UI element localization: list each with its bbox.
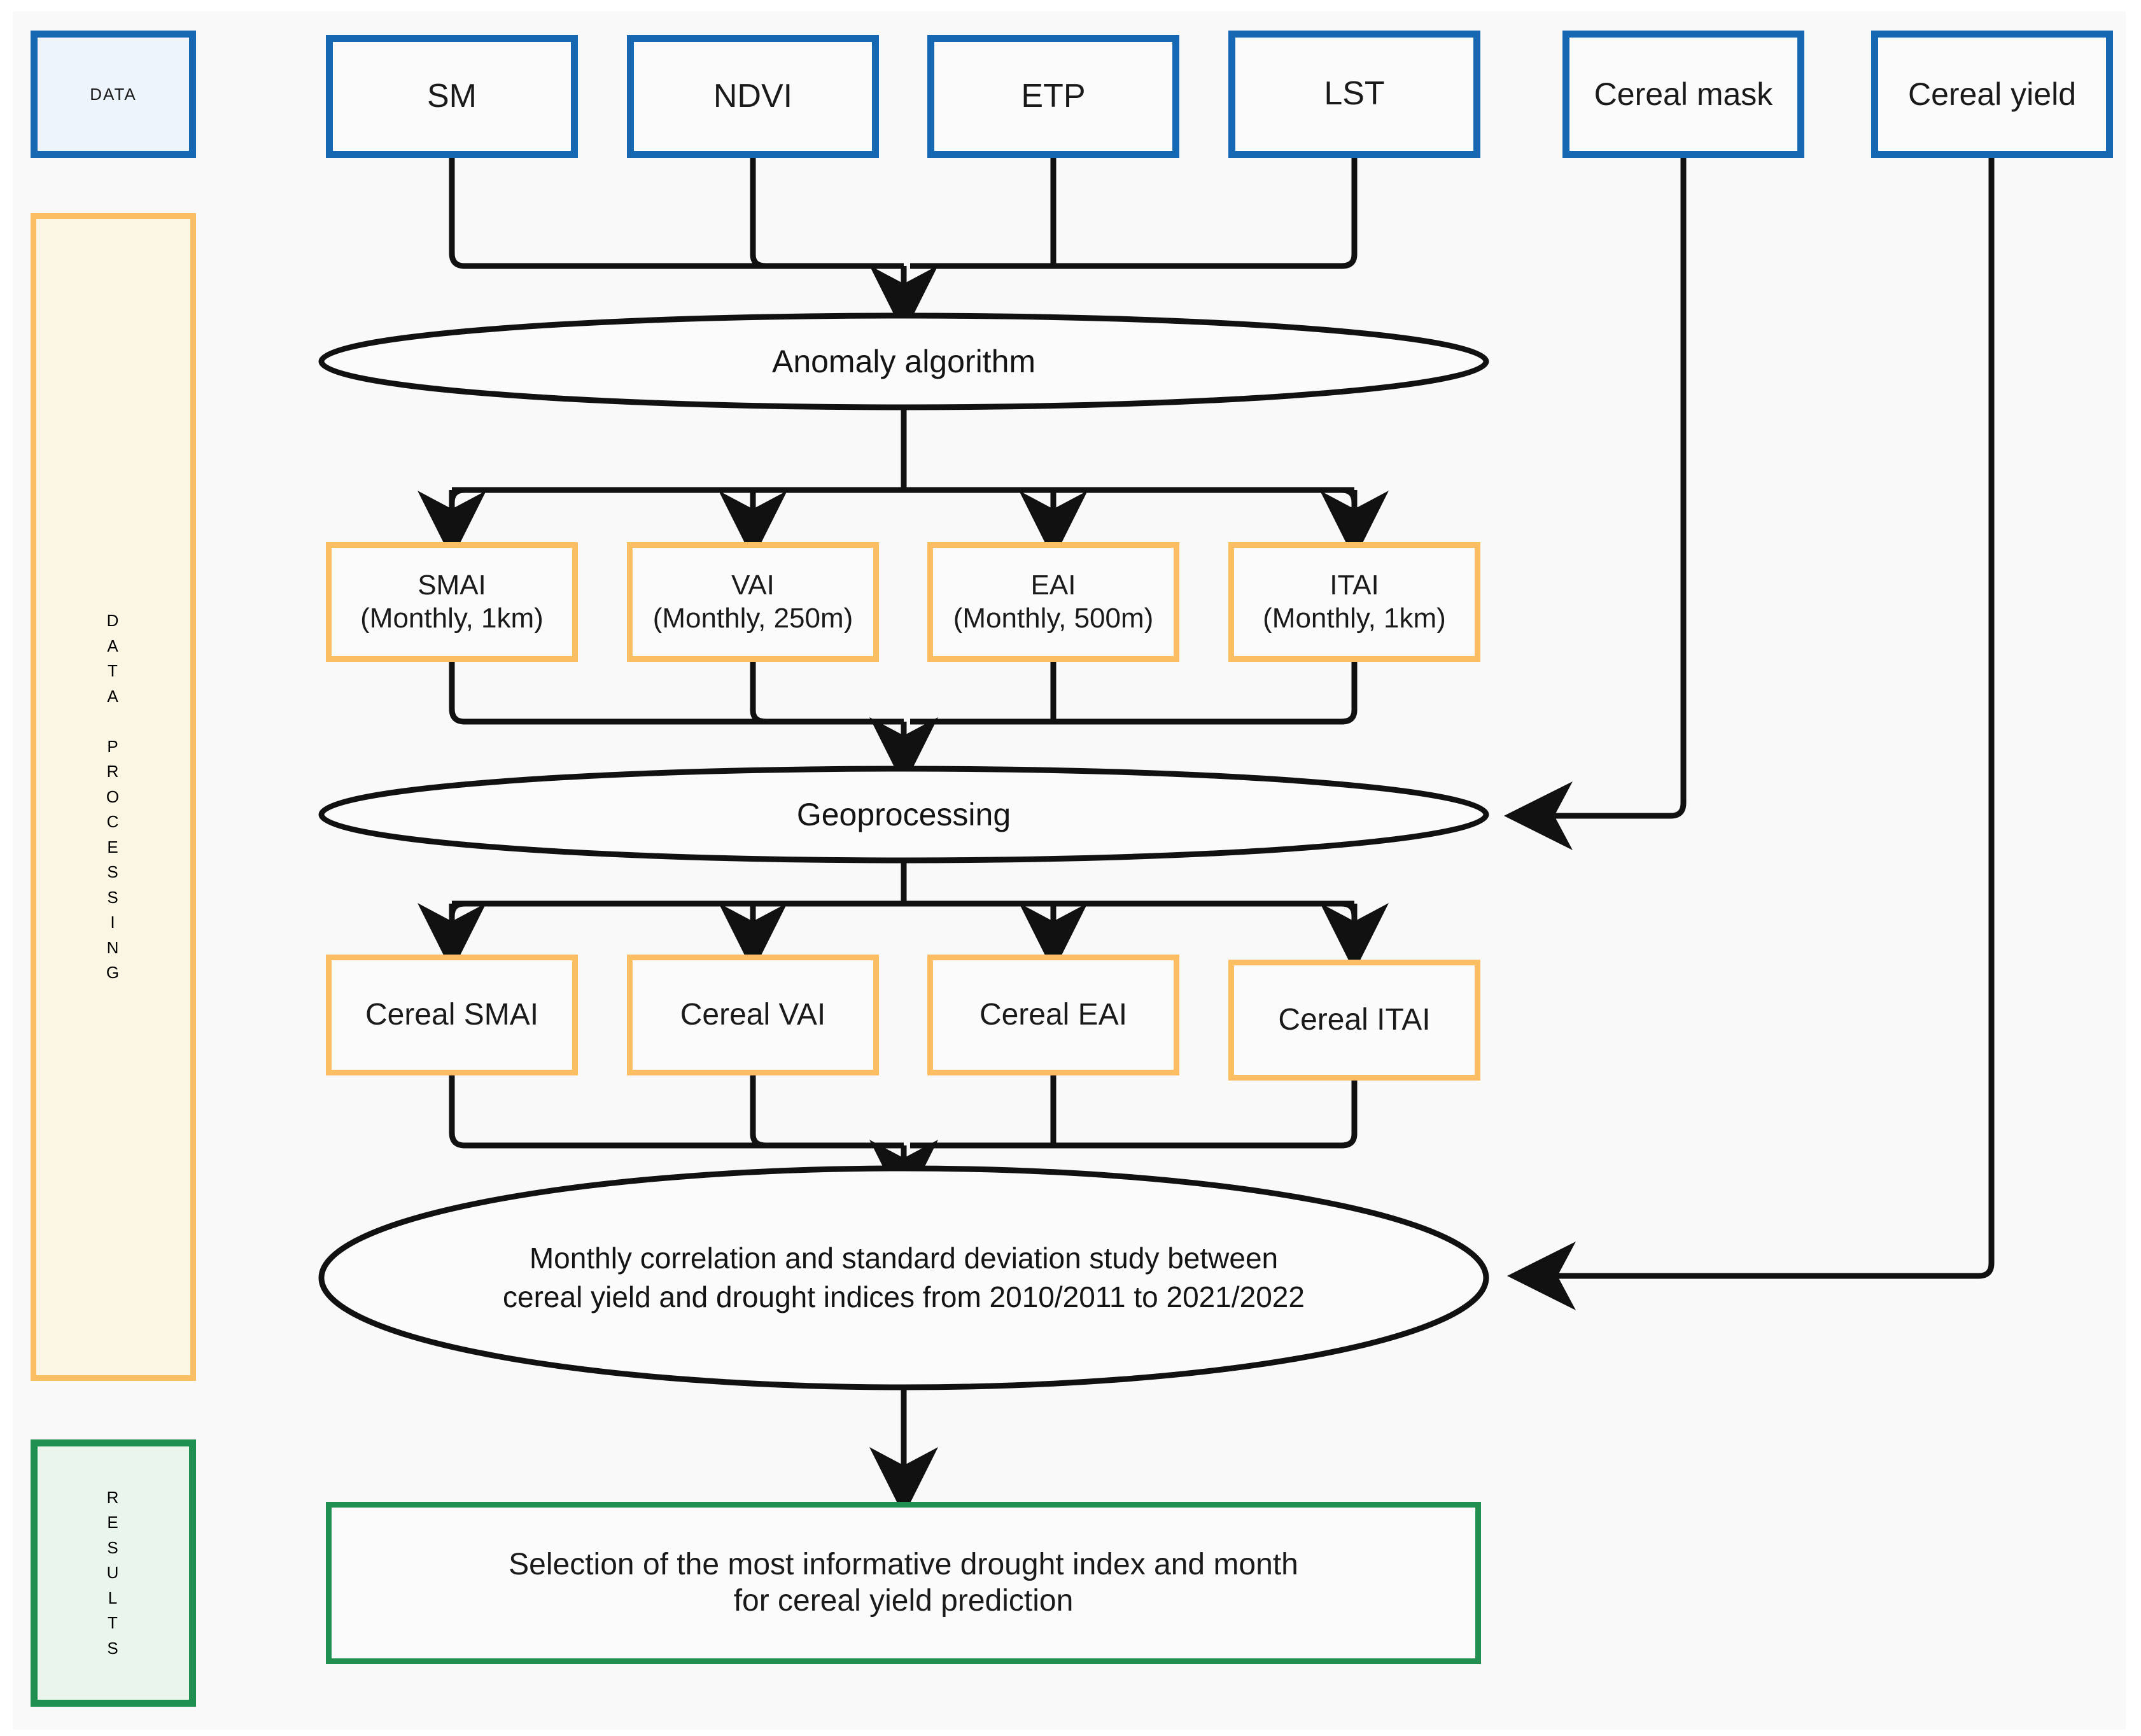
data-processing-label-char-1: A (107, 636, 120, 655)
data-processing-label-char-12: I (110, 913, 116, 932)
results-label-char-5: T (108, 1613, 119, 1633)
data-processing-label-char-14: G (106, 963, 121, 983)
results-label-char-4: L (108, 1588, 119, 1607)
index-box-vai-name: VAI (731, 570, 775, 601)
connector-cereal-itai-to-bus5 (910, 1075, 1358, 1149)
connector-sm-to-bus (449, 158, 904, 269)
cereal-index-box-eai-label: Cereal EAI (979, 997, 1128, 1032)
index-box-eai-detail: (Monthly, 500m) (953, 603, 1154, 634)
cereal-index-box-eai[interactable]: Cereal EAI (927, 955, 1179, 1075)
results-label-char-6: S (107, 1638, 120, 1658)
cereal-index-box-smai[interactable]: Cereal SMAI (326, 955, 578, 1075)
data-input-ndvi-label: NDVI (713, 77, 793, 115)
diagram-background (13, 11, 2126, 1730)
connector-cereal-mask-to-geoprocessing (1504, 158, 1687, 850)
connector-cereal-yield-to-correlation (1507, 158, 1995, 1310)
result-selection-line1: Selection of the most informative drough… (509, 1547, 1298, 1581)
data-processing-label-char-8: C (106, 812, 120, 832)
connector-cereal-vai-to-bus5 (750, 1075, 766, 1149)
connector-lst-to-bus (910, 158, 1358, 269)
correlation-study-ellipse[interactable] (318, 1165, 1489, 1390)
data-input-etp-label: ETP (1021, 77, 1086, 115)
cereal-index-box-vai-label: Cereal VAI (680, 997, 826, 1032)
data-input-sm-label: SM (427, 77, 477, 115)
index-box-smai-name: SMAI (418, 570, 486, 601)
stage-label-data-text: DATA (90, 84, 137, 104)
index-box-itai[interactable]: ITAI (Monthly, 1km) (1228, 542, 1480, 662)
correlation-study-label-wrap: Monthly correlation and standard deviati… (321, 1168, 1486, 1387)
data-input-lst-label: LST (1324, 75, 1385, 113)
index-box-eai[interactable]: EAI (Monthly, 500m) (927, 542, 1179, 662)
data-processing-label-char-11: S (107, 887, 120, 907)
data-processing-label-char-10: S (107, 862, 120, 882)
correlation-study-line2: cereal yield and drought indices from 20… (503, 1280, 1305, 1313)
cereal-index-box-vai[interactable]: Cereal VAI (627, 955, 879, 1075)
data-processing-label-char-13: N (106, 937, 120, 957)
data-input-lst[interactable]: LST (1228, 31, 1480, 158)
data-input-ndvi[interactable]: NDVI (627, 35, 879, 158)
data-processing-label-char-0: D (106, 611, 120, 631)
data-input-cereal-yield-label: Cereal yield (1907, 76, 2076, 112)
data-processing-label-char-3: A (107, 686, 120, 706)
results-label-char-2: S (107, 1537, 120, 1557)
data-input-cereal-yield[interactable]: Cereal yield (1871, 31, 2113, 158)
anomaly-algorithm-label: Anomaly algorithm (771, 344, 1036, 379)
index-box-smai[interactable]: SMAI (Monthly, 1km) (326, 542, 578, 662)
data-input-sm[interactable]: SM (326, 35, 578, 158)
connector-vai-to-bus3 (750, 662, 766, 725)
data-input-cereal-mask[interactable]: Cereal mask (1562, 31, 1804, 158)
cereal-index-box-itai-label: Cereal ITAI (1278, 1002, 1431, 1037)
connector-smai-to-bus3 (449, 662, 904, 725)
cereal-index-box-smai-label: Cereal SMAI (365, 997, 539, 1032)
index-box-itai-detail: (Monthly, 1km) (1263, 603, 1446, 634)
connector-ndvi-to-bus (750, 158, 766, 269)
index-box-smai-detail: (Monthly, 1km) (360, 603, 544, 634)
index-box-eai-name: EAI (1030, 570, 1076, 601)
cereal-index-box-itai[interactable]: Cereal ITAI (1228, 960, 1480, 1081)
stage-label-data: DATA (31, 31, 196, 158)
index-box-vai[interactable]: VAI (Monthly, 250m) (627, 542, 879, 662)
geoprocessing-label: Geoprocessing (796, 797, 1011, 832)
data-processing-label-char-7: O (106, 787, 121, 806)
data-processing-label-char-4 (110, 709, 116, 734)
connector-cereal-smai-to-bus5 (449, 1075, 904, 1149)
geoprocessing-label-wrap: Geoprocessing (321, 769, 1486, 860)
result-selection-box[interactable]: Selection of the most informative drough… (326, 1502, 1481, 1664)
results-label-char-3: U (106, 1563, 120, 1583)
geoprocessing-ellipse[interactable] (318, 766, 1489, 864)
index-box-itai-name: ITAI (1330, 570, 1379, 601)
data-processing-label-char-6: R (106, 762, 120, 781)
results-label-char-1: E (107, 1513, 120, 1532)
data-input-cereal-mask-label: Cereal mask (1594, 76, 1773, 112)
results-label-char-0: R (106, 1487, 120, 1507)
data-input-etp[interactable]: ETP (927, 35, 1179, 158)
index-box-vai-detail: (Monthly, 250m) (652, 603, 853, 634)
correlation-study-line1: Monthly correlation and standard deviati… (529, 1242, 1279, 1275)
anomaly-algorithm-label-wrap: Anomaly algorithm (321, 316, 1486, 407)
data-processing-label-char-9: E (107, 837, 120, 857)
data-processing-label-char-5: P (107, 736, 120, 756)
correlation-study-label: Monthly correlation and standard deviati… (503, 1239, 1305, 1316)
anomaly-algorithm-ellipse[interactable] (318, 312, 1489, 410)
result-selection-line2: for cereal yield prediction (733, 1583, 1074, 1618)
data-processing-label-char-2: T (108, 661, 119, 681)
connector-itai-to-bus3 (910, 662, 1358, 725)
